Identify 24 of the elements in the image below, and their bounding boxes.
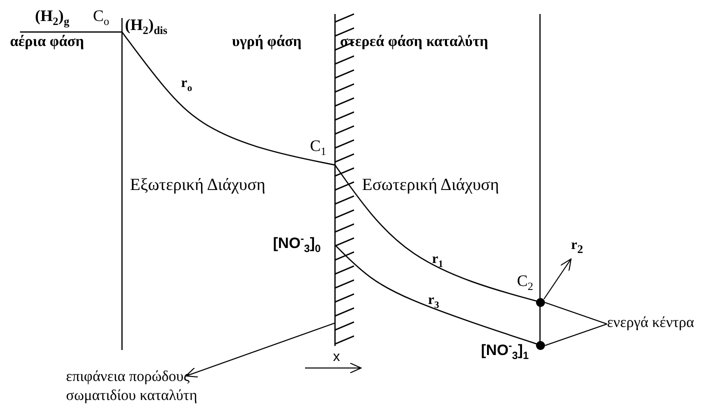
arrow: [186, 322, 336, 378]
annotation-text: ενεργά κέντρα: [607, 314, 725, 334]
concentration-label: C$_{o}$: [93, 8, 110, 28]
rate-label: r$_{3}$: [428, 293, 440, 312]
axis-label: x: [333, 349, 340, 364]
concentration-label: C$_{1}$: [310, 138, 326, 158]
dot-marker: [536, 341, 545, 350]
rate-label: r$_{o}$: [181, 76, 192, 95]
phase-label: αέρια φάση: [10, 34, 84, 50]
arrow: [544, 258, 572, 300]
concentration-label: C$_{2}$: [517, 273, 534, 294]
formula-label: (H$_{2}$)$_{dis}$: [125, 17, 168, 38]
rate-label: r$_{2}$: [571, 237, 589, 257]
concentration-label: [NO$^{-}$$_{3}$]$_{0}$: [273, 234, 321, 256]
region-label: Εξωτερική Διάχυση: [130, 176, 266, 195]
dot-marker: [536, 298, 545, 307]
region-label: Εσωτερική Διάχυση: [362, 176, 499, 195]
leader-line: [544, 302, 608, 324]
leader-line: [544, 324, 608, 346]
annotation-text: επιφάνεια πορώδους σωματιδίου καταλύτη: [66, 368, 246, 406]
formula-label: (H$_{2}$)$_{g}$: [35, 8, 70, 28]
rate-label: r$_{1}$: [432, 252, 444, 271]
phase-label: στερεά φάση καταλύτη: [340, 34, 488, 50]
concentration-label: [NO$^{-}$$_{3}$]$_{1}$: [481, 341, 529, 363]
